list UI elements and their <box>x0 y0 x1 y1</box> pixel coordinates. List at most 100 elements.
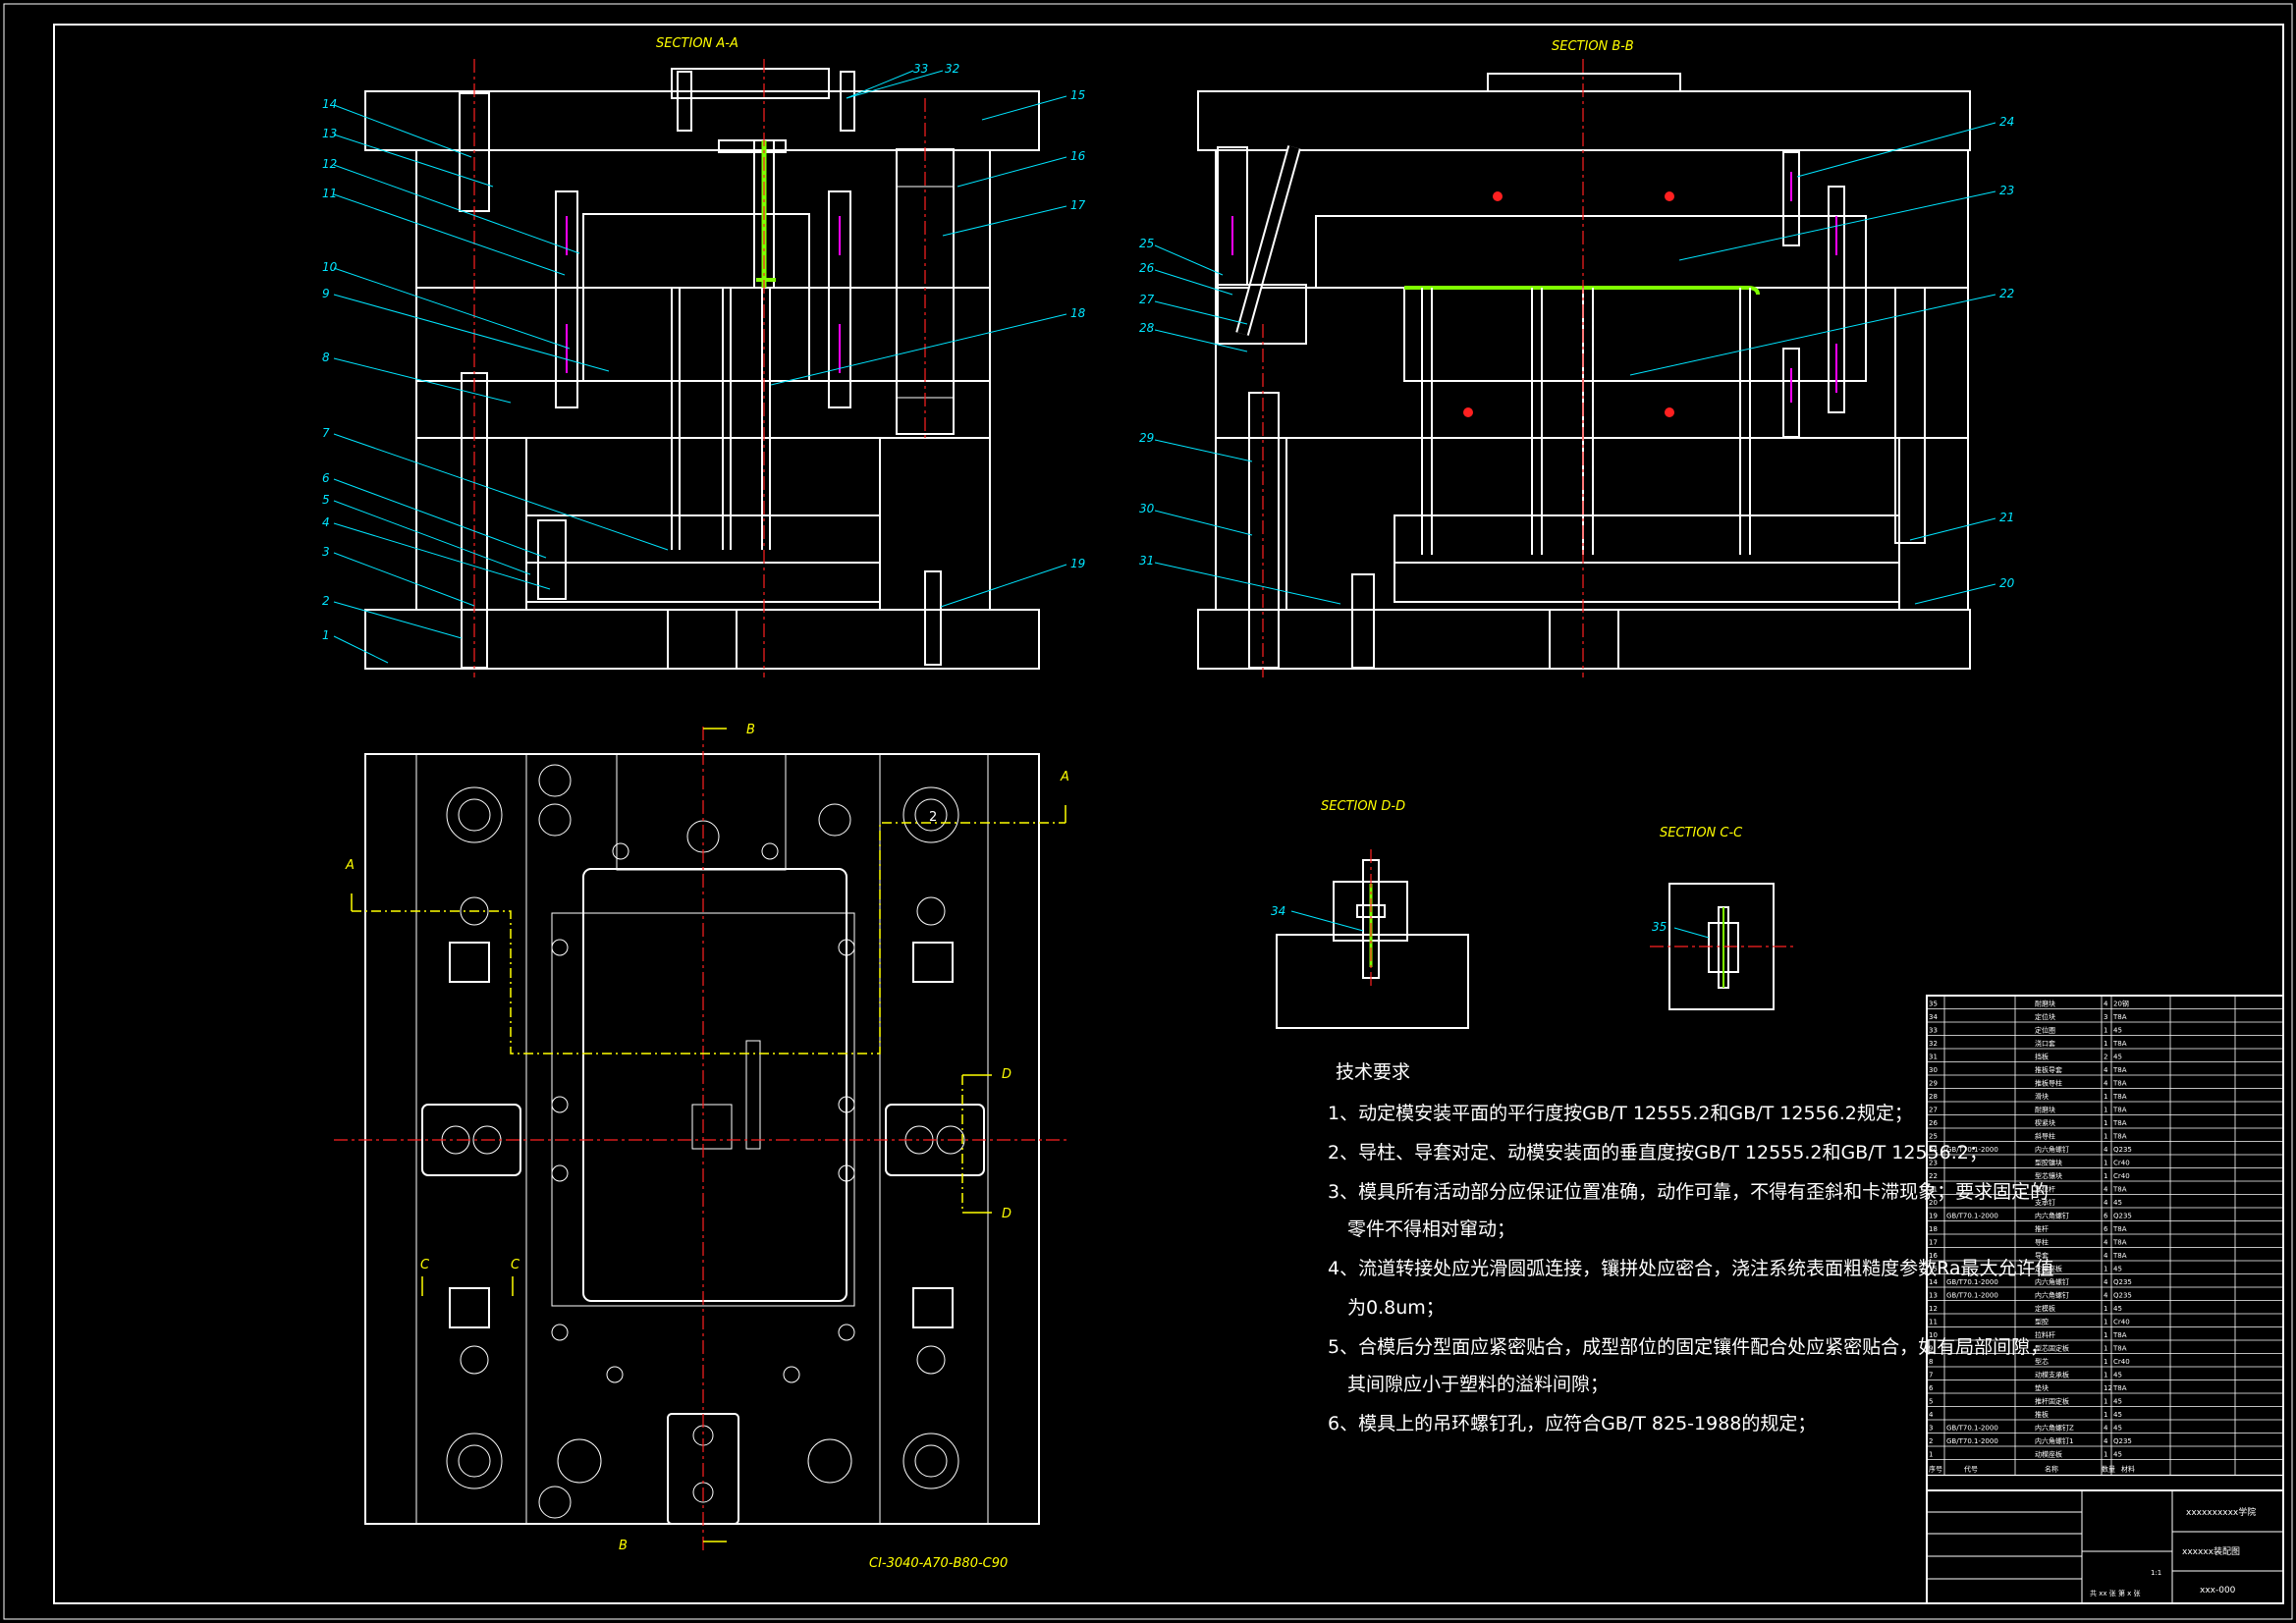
bom-cell: 30 <box>1929 1066 1938 1074</box>
svg-text:23: 23 <box>1999 184 2014 197</box>
bom-cell: T8A <box>2112 1239 2127 1247</box>
bom-cell: 1 <box>2104 1358 2107 1366</box>
note-line-5: 4、流道转接处应光滑圆弧连接，镶拼处应密合，浇注系统表面粗糙度参数Ra最大允许值 <box>1328 1258 2054 1279</box>
bom-cell: 13 <box>1929 1292 1938 1300</box>
bom-cell: 定模座板 <box>2035 1265 2062 1273</box>
bom-cell: Cr40 <box>2113 1160 2130 1167</box>
bom-cell: 耐磨块 <box>2035 1000 2055 1008</box>
bom-cell: 4 <box>2104 1239 2108 1247</box>
bom-cell: 45 <box>2113 1027 2122 1035</box>
bom-cell: T8A <box>2112 1133 2127 1141</box>
svg-text:xxxxxxxxxx学院: xxxxxxxxxx学院 <box>2186 1506 2256 1518</box>
bom-cell: 45 <box>2113 1451 2122 1459</box>
bom-cell: 型芯镶块 <box>2035 1171 2062 1180</box>
section-a-title: SECTION A-A <box>656 36 738 51</box>
svg-text:34: 34 <box>1271 904 1285 918</box>
bom-cell: 内六角螺钉 <box>2035 1212 2069 1220</box>
svg-text:13: 13 <box>322 127 337 140</box>
bom-cell: 1 <box>2104 1331 2107 1339</box>
bom-cell: 45 <box>2113 1305 2122 1313</box>
note-line-8: 其间隙应小于塑料的溢料间隙； <box>1347 1374 1609 1395</box>
bom-cell: 1 <box>2104 1345 2107 1353</box>
bom-cell: 9 <box>1929 1345 1933 1353</box>
plan-mark: 2 <box>929 810 937 825</box>
bom-cell: 27 <box>1929 1107 1938 1114</box>
bom-cell: 内六角螺钉 <box>2035 1291 2069 1300</box>
bom-cell: 22 <box>1929 1172 1938 1180</box>
svg-text:7: 7 <box>322 426 330 440</box>
bom-cell: GB/T70.1-2000 <box>1946 1278 1998 1286</box>
bom-cell: T8A <box>2112 1119 2127 1127</box>
bom-cell: 1 <box>2104 1027 2107 1035</box>
bom-cell: 内六角螺钉1 <box>2035 1436 2073 1445</box>
bom-cell: 45 <box>2113 1372 2122 1380</box>
section-d-view: SECTION D-D 34 <box>1271 799 1469 1029</box>
svg-text:4: 4 <box>322 515 330 529</box>
bom-cell: 33 <box>1929 1027 1938 1035</box>
bom-cell: Q235 <box>2113 1146 2132 1154</box>
bom-cell: 31 <box>1929 1054 1938 1061</box>
bom-cell: 29 <box>1929 1080 1938 1088</box>
bom-cell: 推板导柱 <box>2035 1079 2062 1088</box>
bom-cell: 10 <box>1929 1331 1938 1339</box>
bom-cell: 耐磨块 <box>2035 1106 2055 1114</box>
section-b-view: SECTION B-B <box>1197 39 1971 677</box>
note-line-9: 6、模具上的吊环螺钉孔，应符合GB/T 825-1988的规定； <box>1328 1413 1816 1434</box>
plan-view: B B A A D D C C 2 CI-3040-A70-B80-C90 <box>334 723 1070 1571</box>
svg-text:共 xx 张 第 x 张: 共 xx 张 第 x 张 <box>2090 1589 2141 1597</box>
section-c-title: SECTION C-C <box>1660 826 1743 840</box>
bom-cell: 定位块 <box>2035 1012 2055 1021</box>
bom-header-cell: 序号 <box>1929 1465 1942 1474</box>
notes-title: 技术要求 <box>1336 1061 1410 1083</box>
svg-text:9: 9 <box>322 287 330 300</box>
svg-text:xxxxxx装配图: xxxxxx装配图 <box>2182 1545 2240 1557</box>
svg-text:22: 22 <box>1999 287 2014 300</box>
bom-cell: 18 <box>1929 1225 1938 1233</box>
bom-cell: 14 <box>1929 1278 1938 1286</box>
bom-cell: 23 <box>1929 1160 1938 1167</box>
svg-text:11: 11 <box>322 187 337 200</box>
bom-cell: 6 <box>2104 1225 2108 1233</box>
bom-cell: 4 <box>1929 1411 1934 1419</box>
callouts-b: 25 26 27 28 29 30 31 24 23 22 21 20 <box>1139 115 2015 605</box>
bom-cell: Q235 <box>2113 1437 2132 1445</box>
bom-cell: GB/T70.1-2000 <box>1946 1292 1998 1300</box>
bom-cell: 型腔镶块 <box>2035 1159 2062 1167</box>
bom-cell: 内六角螺钉 <box>2035 1277 2069 1286</box>
bom-cell: Cr40 <box>2113 1358 2130 1366</box>
svg-text:C: C <box>511 1258 520 1272</box>
bom-cell: Q235 <box>2113 1278 2132 1286</box>
bom-cell: 3 <box>1929 1425 1933 1433</box>
svg-text:19: 19 <box>1070 557 1085 570</box>
bom-cell: 12 <box>1929 1305 1938 1313</box>
svg-text:21: 21 <box>1999 511 2014 524</box>
outer-border <box>3 3 2293 1620</box>
bom-cell: 45 <box>2113 1266 2122 1273</box>
svg-text:30: 30 <box>1139 502 1155 515</box>
bom-cell: 推板导套 <box>2035 1065 2062 1074</box>
bom-cell: 挡板 <box>2035 1053 2049 1061</box>
bom-cell: T8A <box>2112 1252 2127 1260</box>
bom-cell: 20钢 <box>2113 1000 2129 1008</box>
bom-cell: 4 <box>2104 1199 2108 1207</box>
bom-header-cell: 数量 <box>2102 1465 2115 1474</box>
svg-text:29: 29 <box>1139 431 1154 445</box>
bom-cell: 4 <box>2104 1437 2108 1445</box>
bom-cell: 垫块 <box>2035 1383 2049 1392</box>
svg-text:17: 17 <box>1070 198 1086 212</box>
bom-cell: Cr40 <box>2113 1319 2130 1326</box>
inner-border <box>53 24 2284 1604</box>
svg-text:35: 35 <box>1652 920 1667 934</box>
bom-cell: 4 <box>2104 1080 2108 1088</box>
bom-cell: 21 <box>1929 1186 1938 1194</box>
bom-cell: 2 <box>2104 1054 2107 1061</box>
bom-cell: 复位杆 <box>2035 1185 2055 1194</box>
note-line-7: 5、合模后分型面应紧密贴合，成型部位的固定镶件配合处应紧密贴合，如有局部间隙， <box>1328 1336 2049 1358</box>
bom-cell: 型腔 <box>2035 1318 2049 1326</box>
bom-cell: 24 <box>1929 1146 1938 1154</box>
plan-spec: CI-3040-A70-B80-C90 <box>869 1556 1008 1571</box>
svg-text:15: 15 <box>1070 88 1085 102</box>
bom-cell: 45 <box>2113 1199 2122 1207</box>
svg-text:20: 20 <box>1999 576 2015 590</box>
bom-cell: 滑块 <box>2035 1092 2049 1101</box>
